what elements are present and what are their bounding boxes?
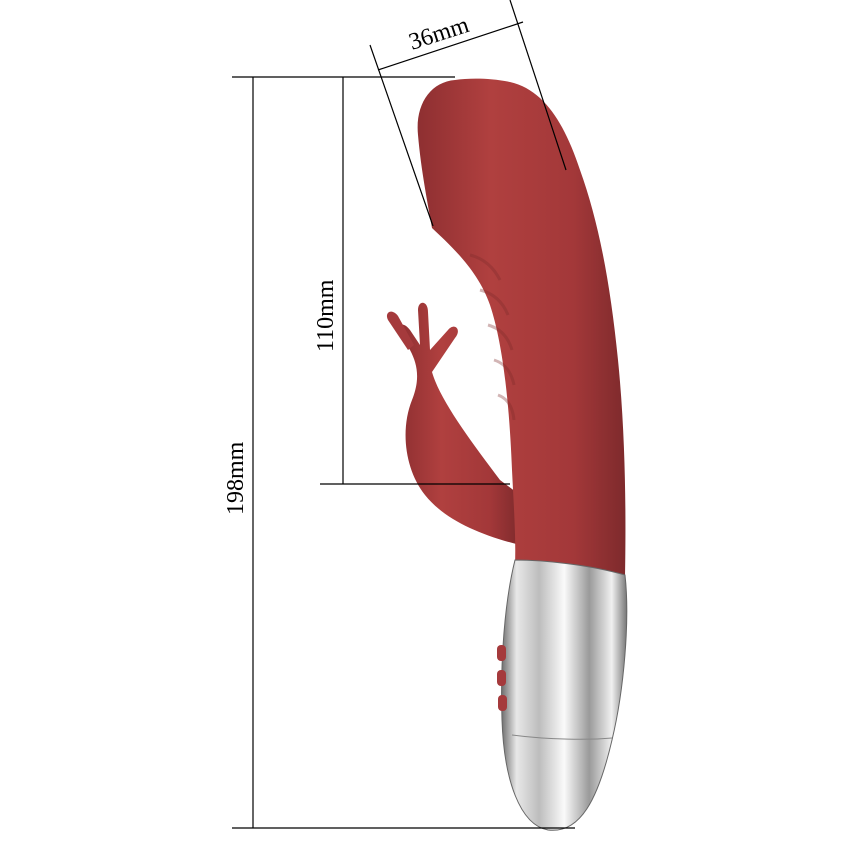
shaft [417,78,626,579]
diameter-ext-right [509,0,567,171]
diameter-line [377,21,524,71]
shaft-ridges [469,253,516,421]
ear-left [386,311,414,350]
handle-seam [511,734,613,740]
button-mode [497,670,506,686]
button-plus [497,645,506,661]
total-length-label: 198mm [223,441,249,515]
handle [501,559,628,831]
button-minus [498,695,507,711]
product-illustration [386,78,628,831]
diameter-ext-left [369,44,434,227]
dimension-lines [232,0,575,829]
insert-length-label: 110mm [313,279,339,352]
